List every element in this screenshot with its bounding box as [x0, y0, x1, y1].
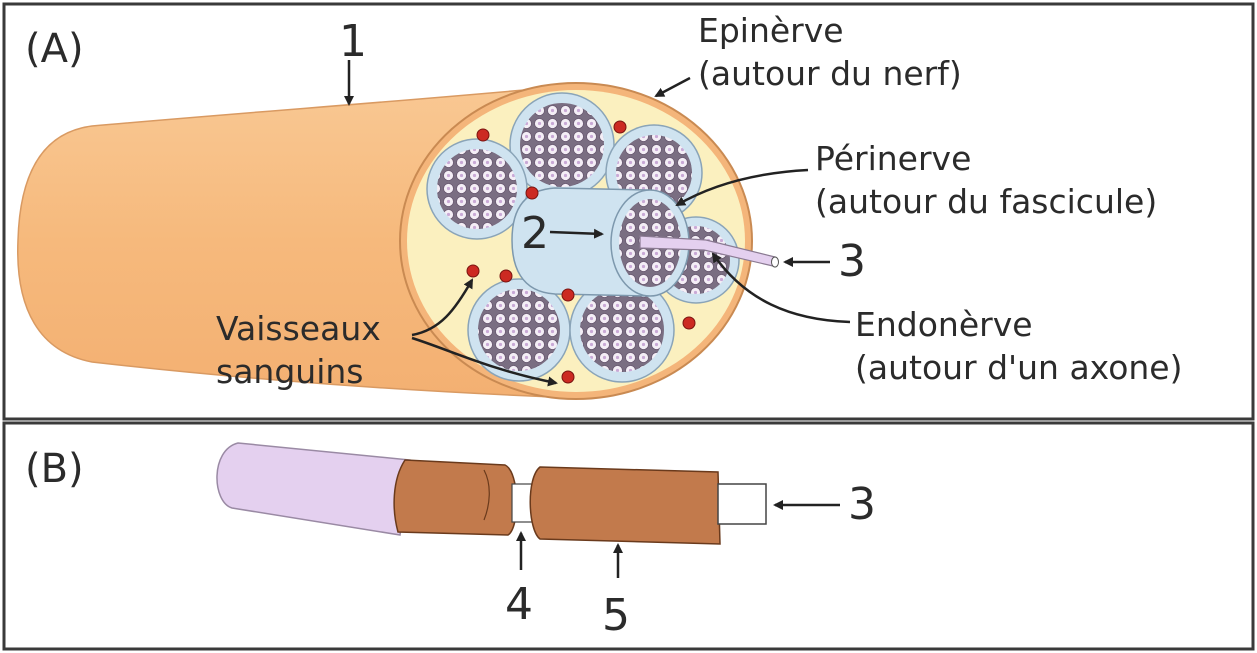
vessels-leader-upper: [411, 278, 474, 337]
epinerve-leader: [654, 76, 691, 98]
panel-b-leaders: [516, 500, 840, 578]
epinerve-label: Epinèrve: [698, 11, 844, 50]
blood-vessels: [466, 120, 696, 384]
number-4: 4: [505, 579, 533, 630]
vessels-sublabel: sanguins: [216, 352, 363, 391]
perinerve-label: Périnerve: [815, 139, 971, 178]
myelin-sheath-1: [393, 459, 518, 536]
epinerve-sublabel: (autour du nerf): [698, 54, 962, 93]
fascicle-top: [509, 92, 615, 198]
distal-axon: [717, 483, 767, 525]
perinerve-leader: [675, 168, 809, 207]
panel-b-label: (B): [25, 446, 84, 492]
myelin-sheath-1-crease: [483, 469, 490, 521]
vessels-label: Vaisseaux: [216, 309, 381, 348]
axon-purple-segment: [216, 442, 411, 536]
number-1: 1: [339, 16, 367, 67]
panel-a-label: (A): [25, 26, 84, 72]
fascicle-bottom-right: [569, 277, 675, 383]
blood-vessel: [613, 120, 627, 134]
endonerve-sublabel: (autour d'un axone): [855, 348, 1182, 387]
blood-vessel: [525, 186, 539, 200]
endonerve-leader: [711, 252, 851, 324]
number-3-b: 3: [848, 479, 876, 530]
number-2: 2: [521, 208, 549, 259]
endonerve-label: Endonèrve: [855, 305, 1033, 344]
perinerve-sublabel: (autour du fascicule): [815, 182, 1157, 221]
blood-vessel: [682, 316, 696, 330]
blood-vessel: [499, 269, 513, 283]
vessels-leader-lower: [411, 336, 558, 387]
number-5: 5: [602, 590, 630, 641]
fascicle-bottom-left: [467, 278, 571, 382]
myelin-sheath-2: [529, 466, 721, 545]
blood-vessel: [466, 264, 480, 278]
extruded-axon: [639, 235, 779, 268]
number-3-a: 3: [838, 236, 866, 287]
blood-vessel: [476, 128, 490, 142]
blood-vessel: [561, 288, 575, 302]
arrow-2: [549, 228, 604, 239]
fascicle-left: [426, 138, 528, 240]
blood-vessel: [561, 370, 575, 384]
panel-a-leaders: [344, 60, 851, 387]
